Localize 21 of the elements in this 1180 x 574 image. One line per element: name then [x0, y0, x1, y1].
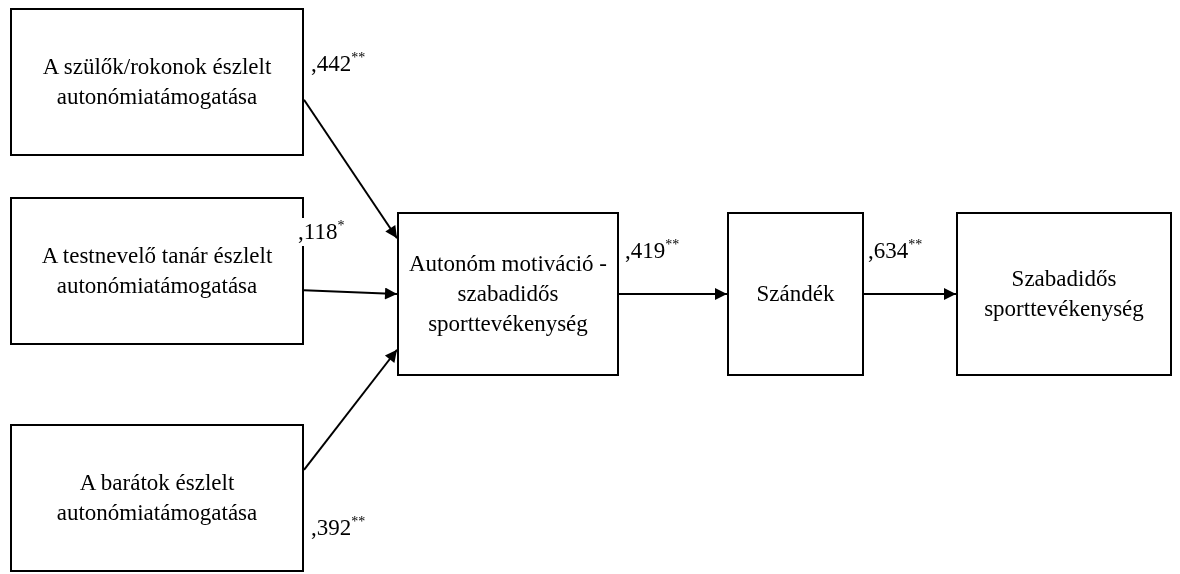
- arrow: [303, 348, 398, 471]
- box-label: A barátok észlelt autonómiatámogatása: [55, 469, 259, 527]
- process-box: [727, 212, 864, 376]
- edge-label: ,392$^{**}$: [311, 514, 366, 542]
- edge-label: ,634$^{**}$: [868, 237, 923, 265]
- box-label: Autonóm motiváció - szabadidős sporttevékenység: [408, 250, 608, 338]
- process-box: [10, 8, 304, 156]
- process-box: [10, 424, 304, 572]
- edge-label: ,442$^{**}$: [311, 50, 366, 78]
- process-box: [397, 212, 619, 376]
- arrow: [303, 287, 398, 300]
- arrow: [618, 288, 728, 300]
- process-box: [956, 212, 1172, 376]
- arrow: [303, 98, 398, 240]
- box-label: A szülők/rokonok észlelt autonómiatámogatása: [42, 53, 272, 111]
- edge-label: ,419$^{**}$: [625, 237, 680, 265]
- arrow: [863, 288, 957, 300]
- box-label: A testnevelő tanár észlelt autonómiatámogatása: [40, 242, 274, 300]
- edge-label: ,118$^{*}$: [298, 218, 345, 246]
- box-label: Szándék: [756, 280, 835, 309]
- box-label: Szabadidős sporttevékenység: [983, 265, 1145, 323]
